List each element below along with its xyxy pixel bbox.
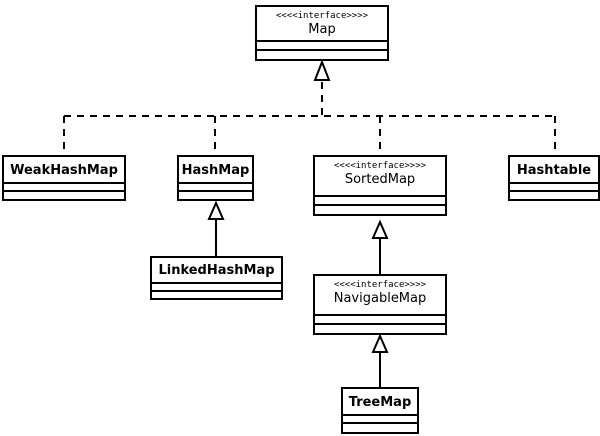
class-name: Map — [308, 22, 336, 37]
class-linkedhashmap[interactable]: LinkedHashMap — [150, 256, 283, 300]
compartment-divider — [315, 323, 445, 325]
interface-map[interactable]: <<<<interface>>>> Map — [255, 5, 389, 61]
class-weakhashmap[interactable]: WeakHashMap — [2, 155, 126, 201]
generalization-arrowhead-navigablemap — [371, 333, 389, 353]
class-name: SortedMap — [344, 172, 416, 187]
class-name: TreeMap — [348, 395, 412, 410]
compartment-divider — [257, 49, 387, 51]
class-name: HashMap — [181, 163, 250, 178]
compartment-divider — [343, 414, 417, 416]
generalization-arrowhead-sortedmap — [371, 219, 389, 239]
stereotype-label: <<<<interface>>>> — [333, 161, 427, 171]
class-name: WeakHashMap — [10, 163, 118, 178]
compartment-divider — [4, 182, 124, 184]
compartment-divider — [179, 182, 252, 184]
compartment-divider — [343, 422, 417, 424]
compartment-divider — [510, 190, 598, 192]
compartment-divider — [4, 190, 124, 192]
stereotype-label: <<<<interface>>>> — [333, 280, 427, 290]
class-hashtable[interactable]: Hashtable — [508, 155, 600, 201]
class-hashmap[interactable]: HashMap — [177, 155, 254, 201]
realization-connectors — [63, 82, 556, 154]
realization-arrowhead-map — [313, 59, 331, 81]
compartment-divider — [315, 204, 445, 206]
compartment-divider — [257, 40, 387, 42]
interface-navigablemap[interactable]: <<<<interface>>>> NavigableMap — [313, 274, 447, 335]
interface-sortedmap[interactable]: <<<<interface>>>> SortedMap — [313, 155, 447, 216]
generalization-arrowhead-hashmap — [207, 200, 225, 220]
compartment-divider — [315, 314, 445, 316]
class-treemap[interactable]: TreeMap — [341, 387, 419, 434]
stereotype-label: <<<<interface>>>> — [275, 11, 369, 21]
compartment-divider — [179, 190, 252, 192]
compartment-divider — [152, 282, 281, 284]
class-name: Hashtable — [516, 163, 592, 178]
class-name: LinkedHashMap — [158, 263, 275, 278]
compartment-divider — [315, 195, 445, 197]
compartment-divider — [152, 290, 281, 292]
class-name: NavigableMap — [333, 291, 427, 306]
compartment-divider — [510, 182, 598, 184]
